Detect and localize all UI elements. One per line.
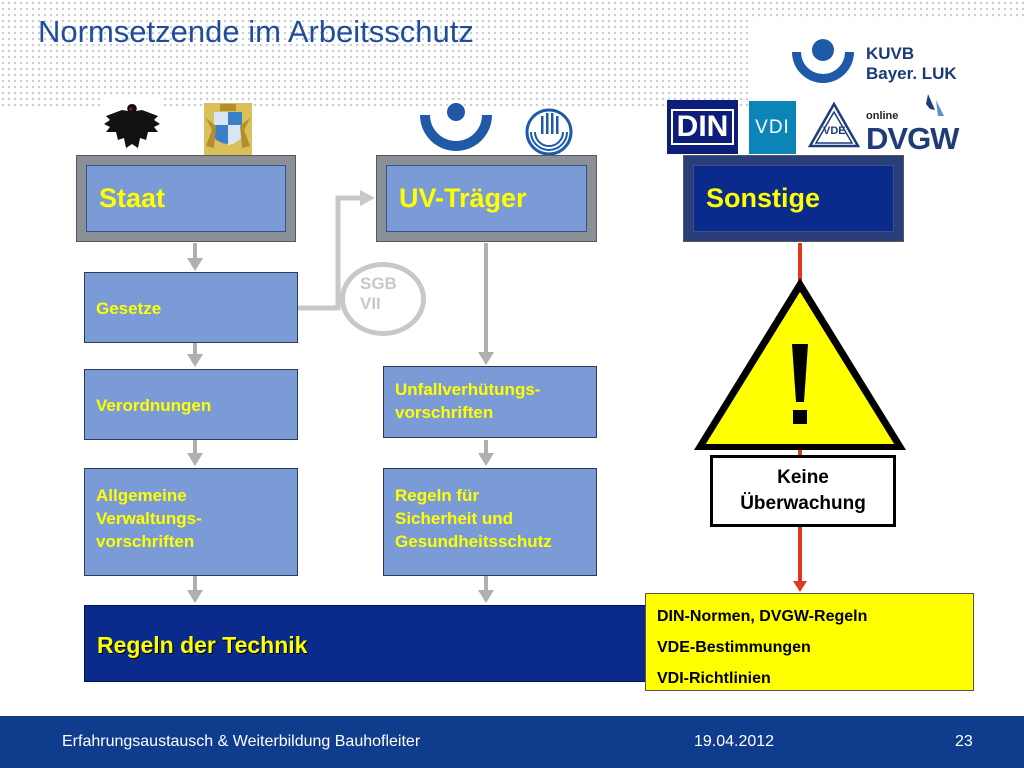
arrow-staat-gesetze xyxy=(187,243,203,271)
bavaria-coat-of-arms-icon xyxy=(204,103,252,155)
svg-text:VDE: VDE xyxy=(823,125,846,137)
category-uv-traeger: UV-Träger xyxy=(376,155,597,242)
arrow-gesetze-verordnungen xyxy=(187,343,203,367)
brand-line-1: KUVB xyxy=(866,44,915,63)
arrow-sonstige-norms xyxy=(793,243,807,592)
box-regeln-sicherheit: Regeln für Sicherheit und Gesundheitssch… xyxy=(383,468,597,576)
vdi-logo-text: VDI xyxy=(755,116,790,138)
category-staat-label: Staat xyxy=(99,183,166,213)
vde-logo-icon: VDE xyxy=(807,101,861,148)
box-verwaltungsvorschriften: Allgemeine Verwaltungs- vorschriften xyxy=(84,468,298,576)
din-logo: DIN xyxy=(667,100,738,154)
norms-box: DIN-Normen, DVGW-Regeln VDE-Bestimmungen… xyxy=(645,593,974,691)
category-staat: Staat xyxy=(76,155,296,242)
norm-vdi: VDI-Richtlinien xyxy=(657,670,771,687)
arrow-regeln-sicherheit-technik xyxy=(478,576,494,603)
arrow-uv-unfall xyxy=(478,243,494,365)
norm-din-dvgw: DIN-Normen, DVGW-Regeln xyxy=(657,608,868,625)
keine-ueberwachung-label: Keine Überwachung xyxy=(740,467,866,514)
arrow-verordnungen-verwaltung xyxy=(187,440,203,466)
page-number: 23 xyxy=(955,733,973,750)
uv-traeger-logo-icon xyxy=(420,103,492,151)
keine-ueberwachung-box: Keine Überwachung xyxy=(710,455,896,527)
sgb-vii-badge: SGB VII xyxy=(340,262,426,336)
norm-vde: VDE-Bestimmungen xyxy=(657,639,811,656)
category-sonstige-inner: Sonstige xyxy=(693,165,894,232)
dvgw-prefix: online xyxy=(866,110,899,122)
box-unfallverhuetungsvorschriften: Unfallverhütungs- vorschriften xyxy=(383,366,597,438)
din-logo-text: DIN xyxy=(670,109,735,145)
box-gesetze: Gesetze xyxy=(84,272,298,343)
agricultural-logo-icon xyxy=(525,108,573,156)
footer-bar xyxy=(0,716,1024,768)
category-sonstige: Sonstige xyxy=(683,155,904,242)
vdi-logo: VDI xyxy=(749,101,796,154)
category-uv-label: UV-Träger xyxy=(399,183,527,213)
arrow-verwaltung-regeln xyxy=(187,576,203,603)
box-verordnungen: Verordnungen xyxy=(84,369,298,440)
category-staat-inner: Staat xyxy=(86,165,286,232)
page-title: Normsetzende im Arbeitsschutz xyxy=(38,14,474,49)
footer-event: Erfahrungsaustausch & Weiterbildung Bauh… xyxy=(62,733,421,750)
warning-triangle-icon xyxy=(694,278,906,450)
arrow-unfall-regeln-sicherheit xyxy=(478,440,494,466)
brand-line-2: Bayer. LUK xyxy=(866,64,957,83)
footer-date: 19.04.2012 xyxy=(694,733,775,750)
brand-name: KUVB Bayer. LUK xyxy=(866,44,957,84)
dvgw-logo-text: DVGW xyxy=(866,121,959,156)
category-uv-inner: UV-Träger xyxy=(386,165,587,232)
category-sonstige-label: Sonstige xyxy=(706,183,821,213)
